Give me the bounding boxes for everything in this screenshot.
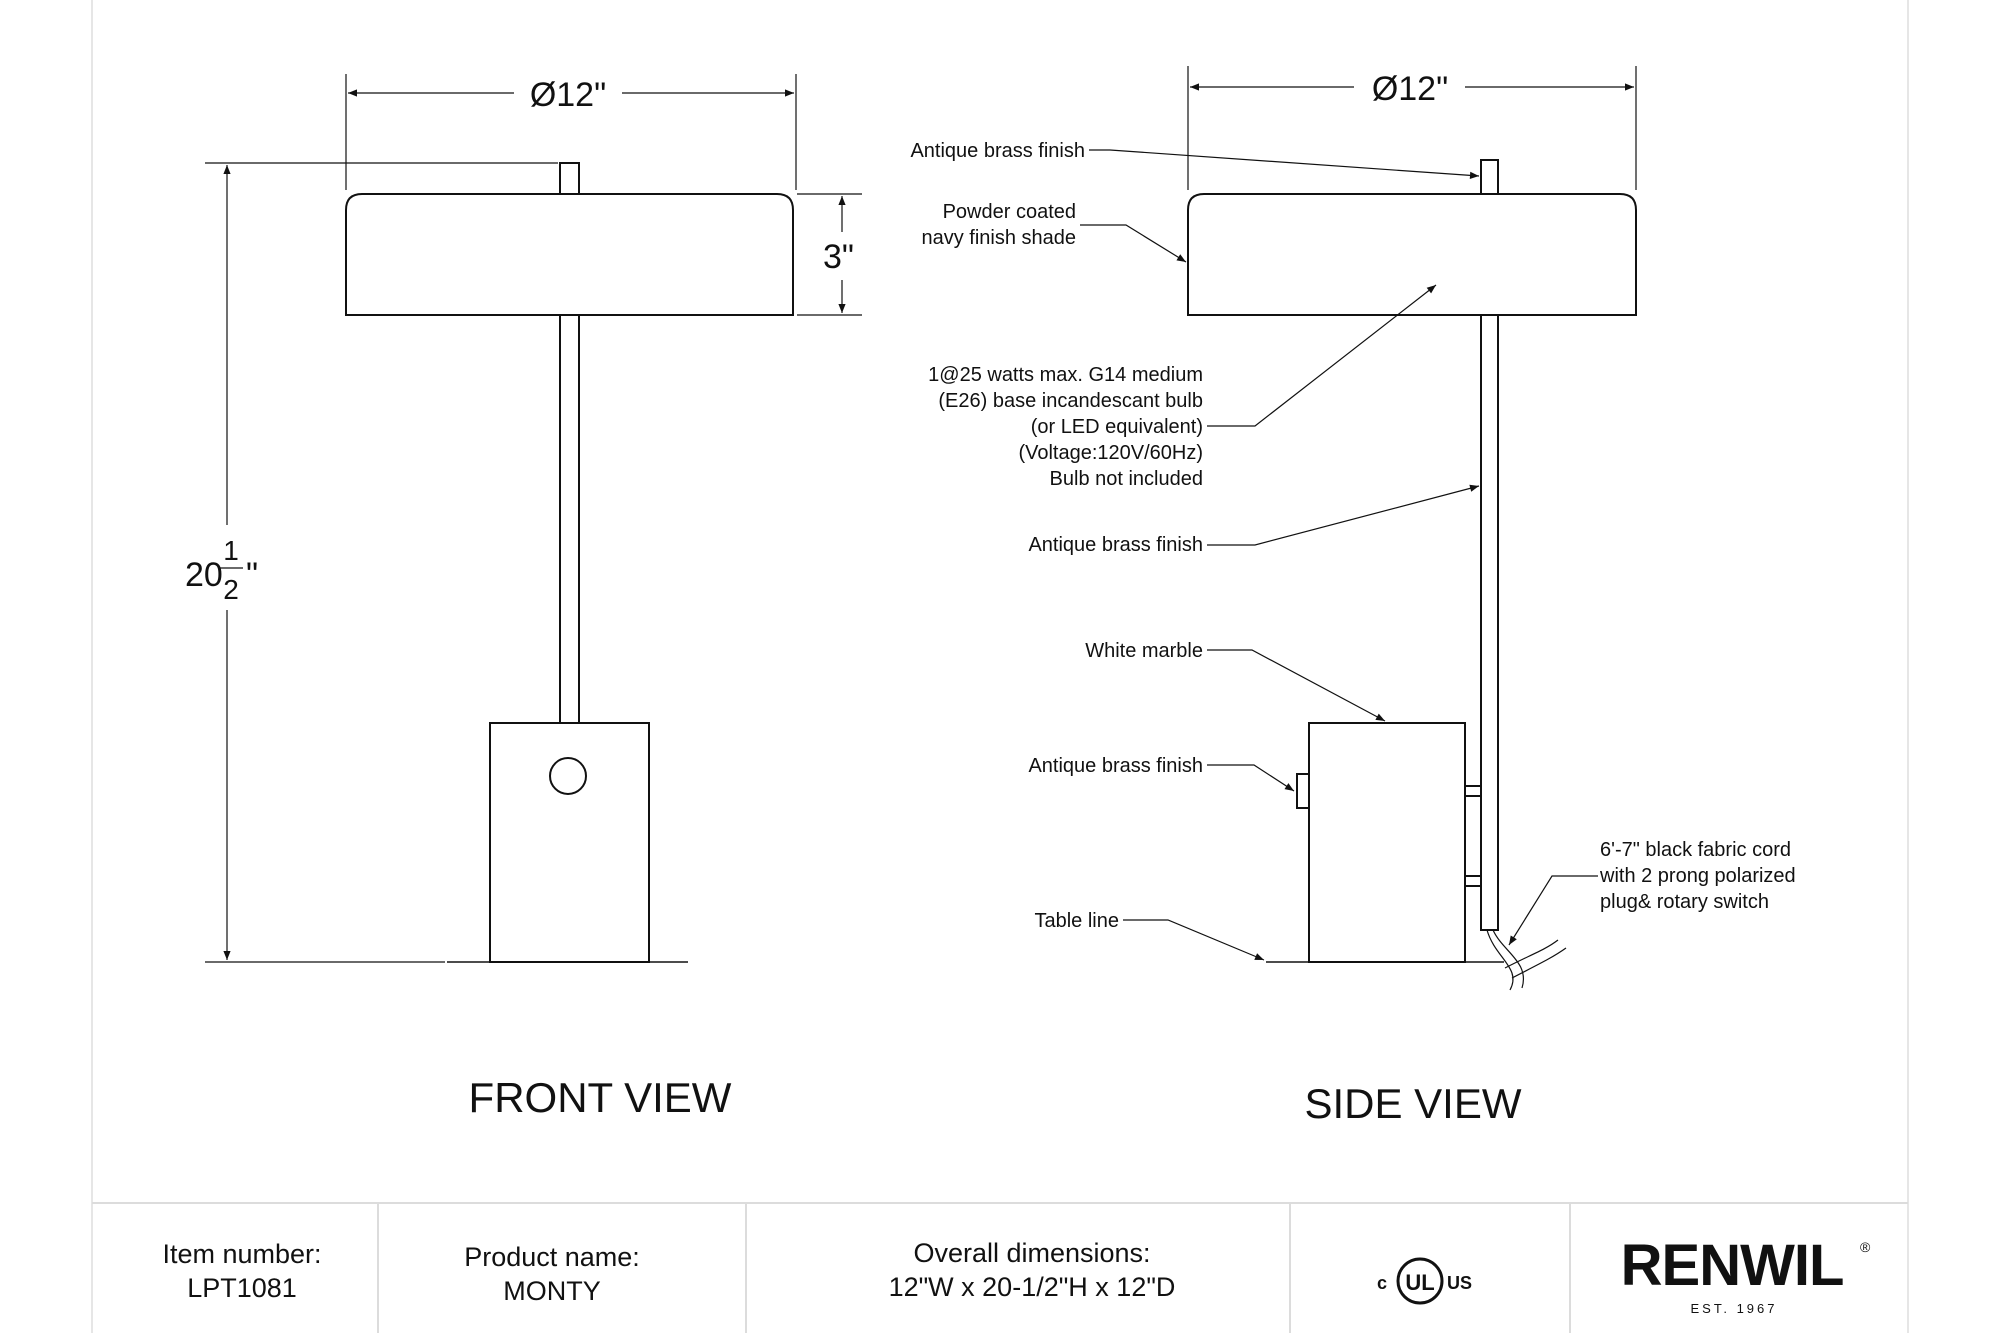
callout-bulb-line1: 1@25 watts max. G14 medium: [928, 364, 1203, 386]
front-stem: [559, 314, 580, 724]
side-cord-b: [1492, 929, 1525, 989]
callout-bulb-line5: Bulb not included: [1050, 468, 1203, 490]
overall-dimensions-label: Overall dimensions:: [913, 1238, 1150, 1268]
callout-cord-line2: with 2 prong polarized: [1599, 865, 1796, 887]
renwil-logo: RENWIL ® EST. 1967: [1621, 1233, 1871, 1316]
overall-dimensions-value: 12"W x 20-1/2"H x 12"D: [889, 1272, 1176, 1302]
leader-switch: [1207, 764, 1295, 792]
front-width-dim-label: Ø12": [530, 76, 606, 114]
ul-c: c: [1377, 1273, 1387, 1293]
leader-table: [1123, 919, 1265, 961]
callout-shade-line1: Powder coated: [943, 201, 1076, 223]
side-view-title: SIDE VIEW: [1304, 1080, 1521, 1127]
front-finial: [559, 162, 580, 195]
ul-letters: UL: [1405, 1270, 1434, 1295]
side-shade: [1187, 193, 1637, 316]
leader-cord: [1508, 875, 1598, 946]
front-height-dim-whole: 20: [185, 556, 223, 594]
callout-switch: Antique brass finish: [1028, 755, 1203, 777]
callout-shade-line2: navy finish shade: [921, 227, 1076, 249]
product-name-value: MONTY: [503, 1276, 601, 1306]
front-view-title: FRONT VIEW: [469, 1074, 732, 1121]
callout-stem: Antique brass finish: [1028, 534, 1203, 556]
side-cord-c: [1504, 939, 1559, 969]
ul-us: US: [1447, 1273, 1472, 1293]
front-height-dim-unit: ": [246, 556, 258, 594]
side-connector-lower: [1464, 875, 1482, 887]
callout-bulb-line2: (E26) base incandescant bulb: [938, 390, 1203, 412]
front-shade: [345, 193, 794, 316]
side-view: Ø12" Antique brass finish Powder coated …: [910, 66, 1796, 1127]
side-cord-a: [1486, 929, 1514, 991]
callout-bulb-line3: (or LED equivalent): [1031, 416, 1203, 438]
leader-finial: [1089, 149, 1480, 179]
front-switch-knob: [549, 757, 587, 795]
product-name-label: Product name:: [464, 1242, 640, 1272]
ul-certification-mark: c UL US: [1377, 1257, 1472, 1305]
front-height-dim-num: 1: [223, 535, 239, 566]
title-block: Item number: LPT1081 Product name: MONTY…: [92, 1202, 1908, 1333]
callout-bulb-line4: (Voltage:120V/60Hz): [1018, 442, 1203, 464]
side-width-dim-label: Ø12": [1372, 70, 1448, 108]
brand-name: RENWIL: [1621, 1233, 1844, 1298]
side-cord-d: [1511, 947, 1567, 979]
callout-cord-line3: plug& rotary switch: [1600, 891, 1769, 913]
side-base: [1308, 722, 1466, 963]
front-shade-dim-label: 3": [823, 238, 854, 276]
brand-registered-mark: ®: [1860, 1239, 1871, 1255]
side-stem: [1480, 314, 1499, 931]
item-number-value: LPT1081: [187, 1273, 297, 1303]
callout-finial: Antique brass finish: [910, 140, 1085, 162]
brand-established: EST. 1967: [1691, 1301, 1778, 1316]
callout-base: White marble: [1085, 640, 1203, 662]
leader-stem: [1207, 484, 1480, 546]
leader-base: [1207, 649, 1386, 722]
front-height-dim-den: 2: [223, 574, 239, 605]
leader-shade: [1080, 224, 1187, 263]
callout-table: Table line: [1034, 910, 1119, 932]
side-connector-upper: [1464, 785, 1482, 797]
side-finial: [1480, 159, 1499, 195]
callout-cord-line1: 6'-7" black fabric cord: [1600, 839, 1791, 861]
side-switch: [1296, 773, 1310, 809]
front-view: Ø12" 20 1 2 " 3" FRONT VIEW: [185, 74, 862, 1121]
item-number-label: Item number:: [162, 1239, 321, 1269]
ul-circle-icon: [1396, 1257, 1444, 1305]
leader-bulb: [1207, 284, 1437, 427]
